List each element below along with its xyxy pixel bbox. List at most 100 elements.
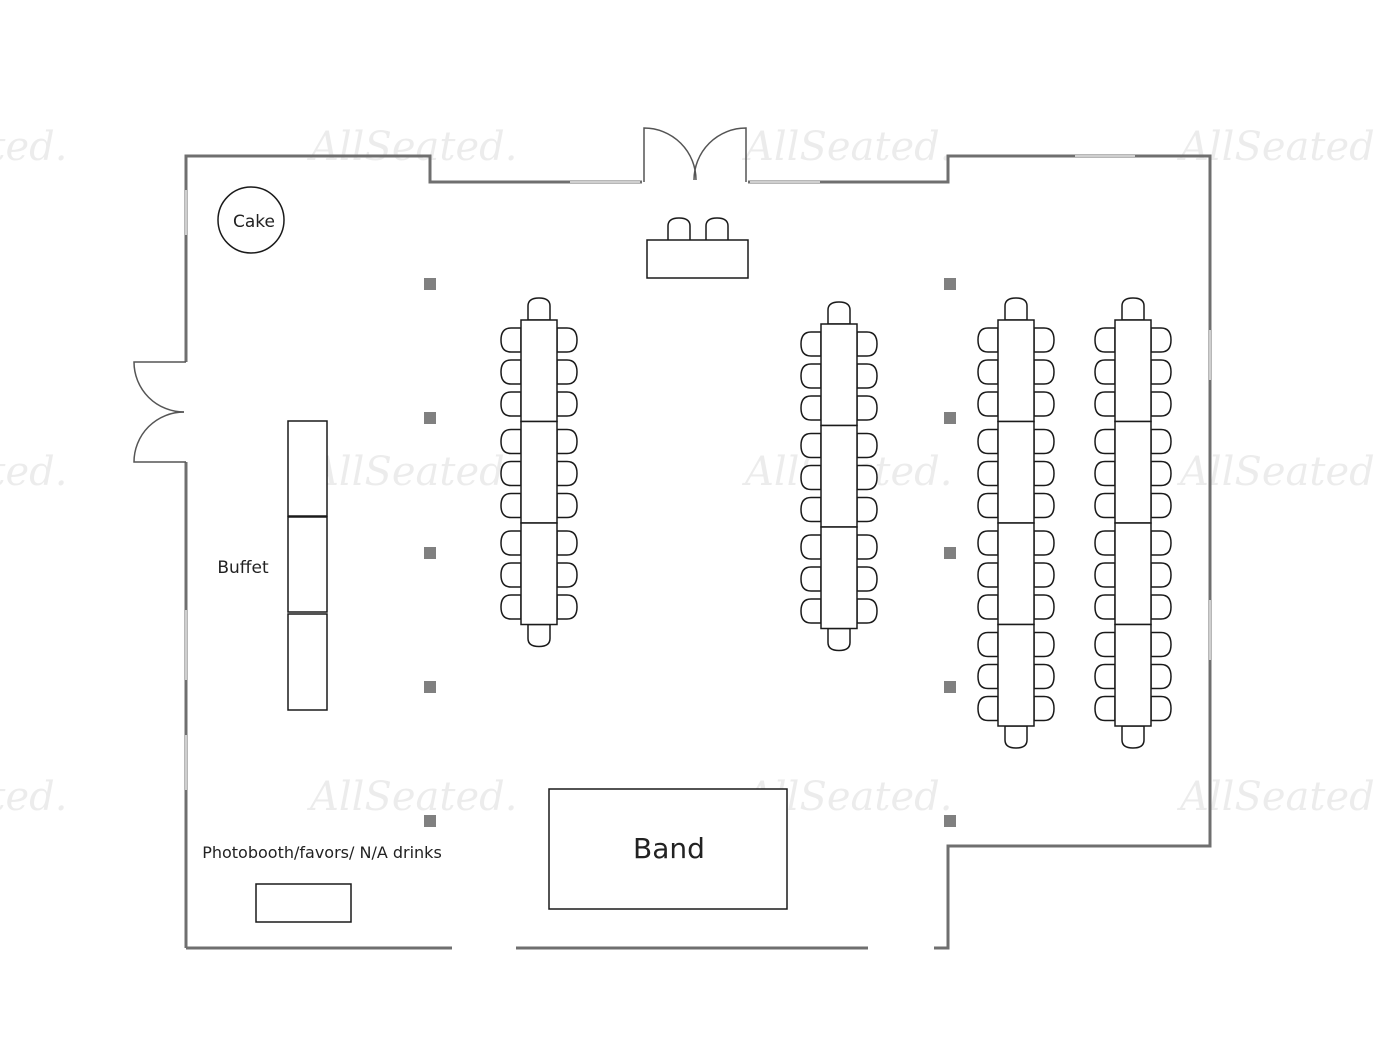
band-stage-area[interactable] (548, 788, 788, 910)
photobooth-table[interactable] (255, 883, 352, 923)
chair[interactable] (556, 460, 578, 487)
chair[interactable] (556, 562, 578, 588)
banquet-table[interactable] (820, 424, 858, 528)
chair[interactable] (1033, 594, 1055, 620)
banquet-table[interactable] (1114, 623, 1152, 727)
chair[interactable] (1150, 562, 1172, 588)
chair[interactable] (1094, 428, 1116, 455)
chair[interactable] (977, 460, 999, 487)
chair[interactable] (856, 331, 878, 357)
chair[interactable] (556, 359, 578, 385)
chair[interactable] (800, 395, 822, 421)
chair[interactable] (977, 391, 999, 417)
chair[interactable] (667, 217, 691, 242)
banquet-table[interactable] (997, 522, 1035, 626)
chair[interactable] (705, 217, 729, 242)
chair[interactable] (1150, 391, 1172, 417)
chair[interactable] (1150, 460, 1172, 487)
chair[interactable] (1033, 562, 1055, 588)
chair[interactable] (856, 496, 878, 523)
banquet-table[interactable] (997, 420, 1035, 524)
banquet-table-row[interactable] (1094, 297, 1172, 749)
chair[interactable] (977, 327, 999, 353)
chair[interactable] (527, 297, 551, 321)
banquet-table[interactable] (1114, 319, 1152, 423)
chair[interactable] (500, 492, 522, 519)
banquet-table[interactable] (820, 323, 858, 427)
chair[interactable] (1033, 460, 1055, 487)
buffet-table[interactable] (287, 516, 328, 613)
chair[interactable] (1121, 297, 1145, 321)
chair[interactable] (1150, 359, 1172, 385)
chair[interactable] (1033, 391, 1055, 417)
chair[interactable] (556, 530, 578, 556)
chair[interactable] (1150, 631, 1172, 658)
chair[interactable] (977, 359, 999, 385)
chair[interactable] (1094, 359, 1116, 385)
chair[interactable] (1004, 297, 1028, 321)
banquet-table[interactable] (520, 420, 558, 524)
chair[interactable] (856, 464, 878, 491)
chair[interactable] (800, 496, 822, 523)
chair[interactable] (827, 627, 851, 652)
chair[interactable] (1033, 631, 1055, 658)
chair[interactable] (1033, 492, 1055, 519)
chair[interactable] (1094, 695, 1116, 722)
chair[interactable] (556, 594, 578, 620)
buffet-table[interactable] (287, 613, 328, 711)
banquet-table-row[interactable] (977, 297, 1055, 749)
chair[interactable] (1150, 663, 1172, 690)
head-table[interactable] (646, 217, 749, 279)
banquet-table[interactable] (520, 522, 558, 626)
chair[interactable] (1094, 562, 1116, 588)
chair[interactable] (977, 594, 999, 620)
band-stage[interactable]: Band (548, 788, 788, 910)
banquet-table[interactable] (1114, 420, 1152, 524)
chair[interactable] (977, 562, 999, 588)
chair[interactable] (1033, 359, 1055, 385)
banquet-table[interactable] (1114, 522, 1152, 626)
chair[interactable] (500, 391, 522, 417)
chair[interactable] (977, 631, 999, 658)
chair[interactable] (500, 530, 522, 556)
banquet-table-row[interactable] (500, 297, 578, 648)
chair[interactable] (977, 428, 999, 455)
chair[interactable] (500, 594, 522, 620)
chair[interactable] (1094, 663, 1116, 690)
chair[interactable] (1033, 327, 1055, 353)
banquet-table[interactable] (520, 319, 558, 423)
chair[interactable] (1150, 327, 1172, 353)
chair[interactable] (800, 432, 822, 459)
banquet-table-row[interactable] (800, 301, 878, 652)
cake-table-circle[interactable] (217, 186, 285, 254)
chair[interactable] (556, 492, 578, 519)
chair[interactable] (800, 566, 822, 592)
chair[interactable] (1150, 492, 1172, 519)
chair[interactable] (500, 359, 522, 385)
chair[interactable] (800, 363, 822, 389)
chair[interactable] (827, 301, 851, 325)
chair[interactable] (856, 598, 878, 624)
chair[interactable] (500, 428, 522, 455)
banquet-table[interactable] (997, 319, 1035, 423)
chair[interactable] (1033, 663, 1055, 690)
chair[interactable] (500, 562, 522, 588)
head-table-surface[interactable] (646, 239, 749, 279)
chair[interactable] (500, 460, 522, 487)
chair[interactable] (1094, 530, 1116, 556)
photobooth-area[interactable]: Photobooth/favors/ N/A drinks (202, 843, 442, 923)
chair[interactable] (1094, 631, 1116, 658)
chair[interactable] (977, 663, 999, 690)
chair[interactable] (556, 391, 578, 417)
chair[interactable] (500, 327, 522, 353)
chair[interactable] (1094, 391, 1116, 417)
chair[interactable] (1004, 725, 1028, 749)
chair[interactable] (977, 492, 999, 519)
chair[interactable] (800, 598, 822, 624)
chair[interactable] (1033, 695, 1055, 722)
buffet-table[interactable] (287, 420, 328, 517)
chair[interactable] (977, 695, 999, 722)
chair[interactable] (527, 623, 551, 648)
chair[interactable] (800, 331, 822, 357)
cake-table[interactable]: Cake (217, 186, 285, 254)
